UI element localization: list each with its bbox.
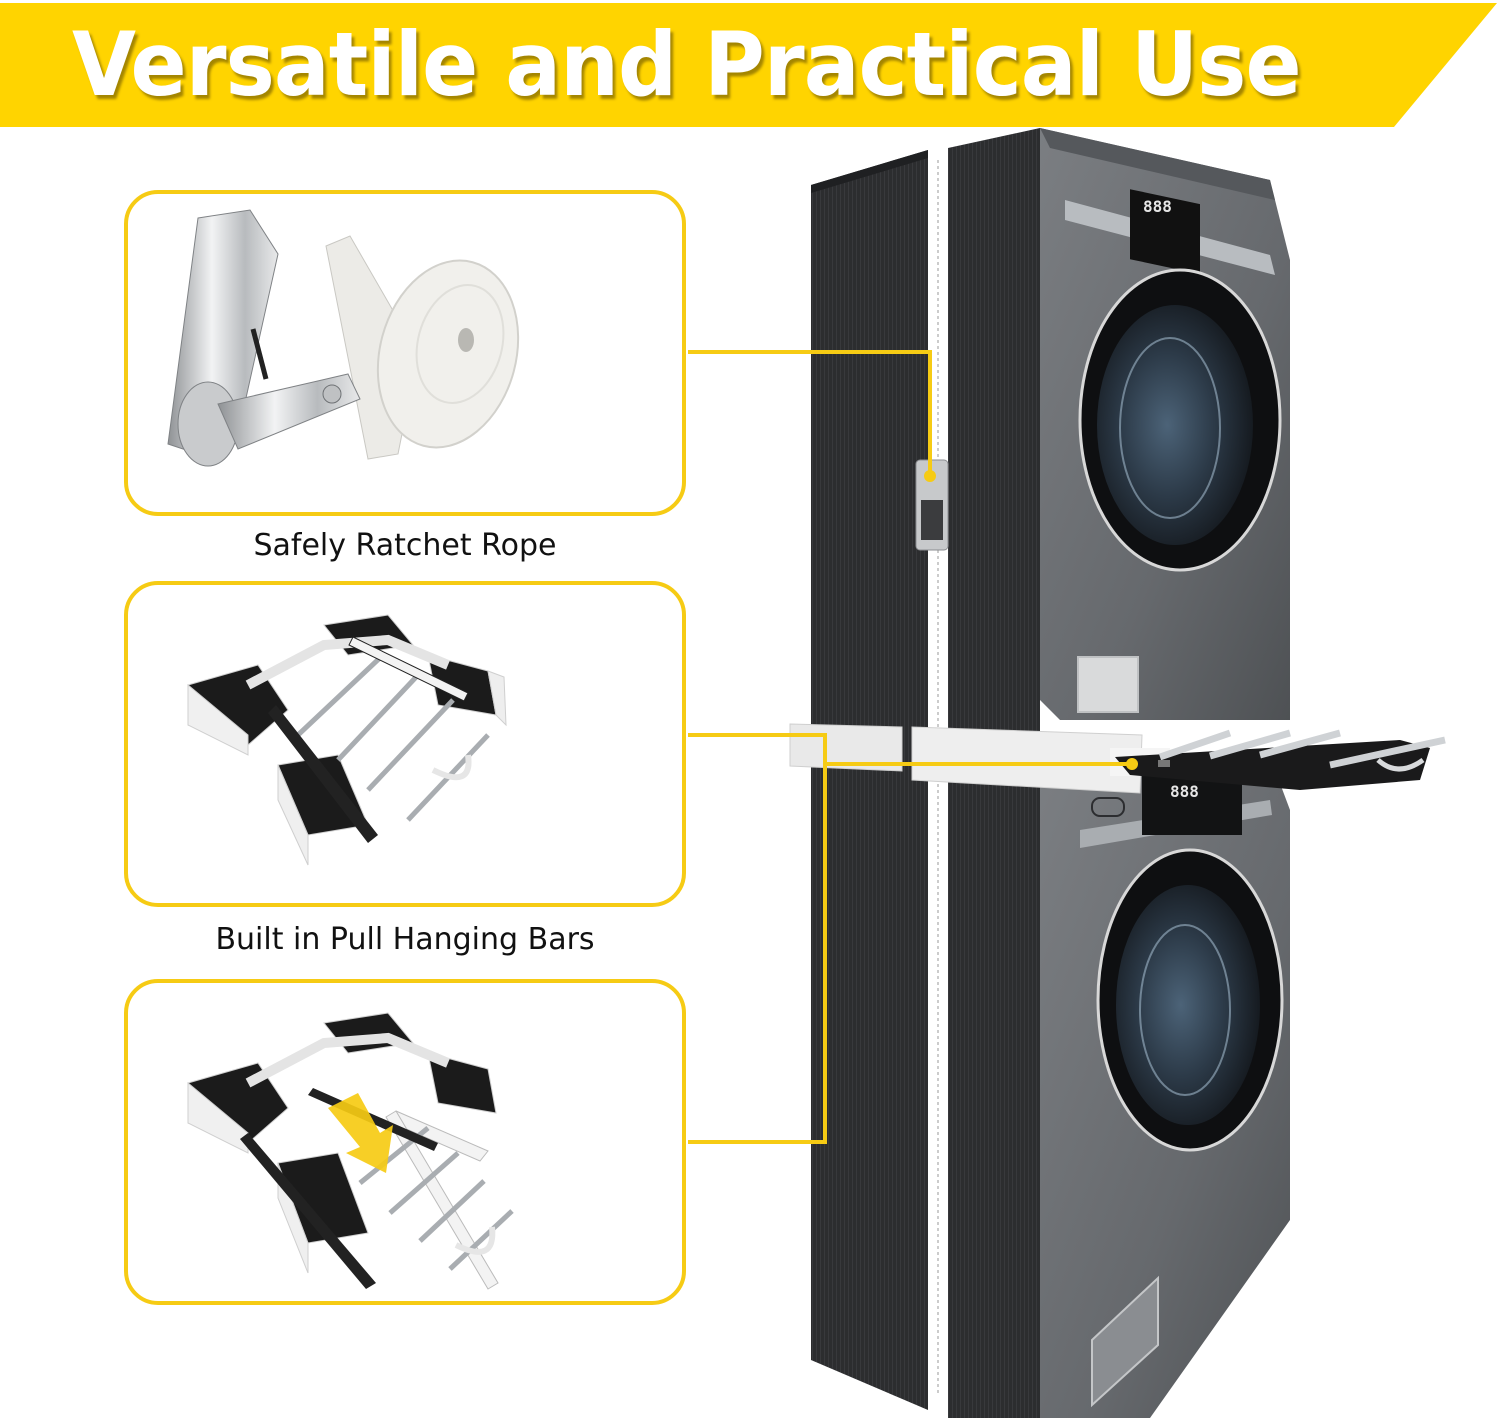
ratchet-strap-image [167,209,520,467]
extended-rack-image [187,1012,514,1290]
stacking-frame [789,723,1170,794]
ratchet-clamp [915,459,949,551]
connector-lines [688,350,1132,1144]
page-title: Versatile and Practical Use [72,13,1302,116]
feature-caption-hanging-bars: Built in Pull Hanging Bars [215,922,595,957]
title-banner: Versatile and Practical Use [0,3,1500,127]
feature-caption-ratchet: Safely Ratchet Rope [253,528,557,563]
feature-card-extended-rack [124,979,686,1305]
stacking-frame-image [187,614,507,866]
connector-dot-rack [1126,758,1138,770]
connector-dot-ratchet [924,470,936,482]
feature-card-hanging-bars [124,581,686,907]
washer: 888 [1040,770,1290,1418]
dryer-display: 888 [1143,197,1172,216]
side-panel-left [811,150,928,1410]
pull-direction-arrow-icon [328,1093,393,1173]
washer-display: 888 [1170,782,1199,801]
banner-shape [0,3,1497,127]
feature-card-ratchet [124,190,686,516]
pull-out-rack [1115,729,1446,790]
dryer: 888 [1040,128,1290,720]
